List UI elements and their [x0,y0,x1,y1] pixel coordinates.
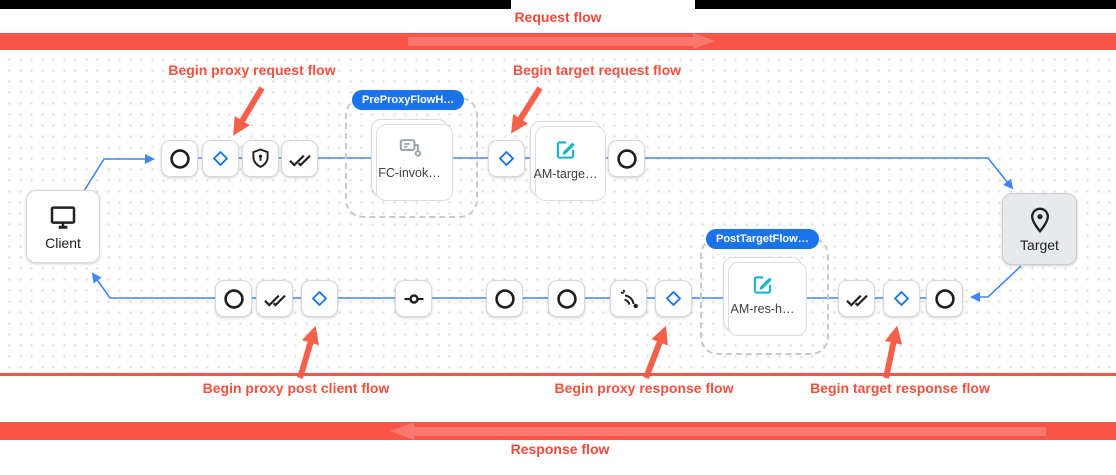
fc-invoke-step-label: FC-invok… [378,166,441,180]
commit-icon [404,293,423,304]
response-node-1[interactable] [486,280,523,317]
security-policy-node[interactable] [242,140,279,177]
client-node[interactable]: Client [26,190,100,263]
am-response-step-label: AM-res-h… [730,302,795,316]
post-client-end-node[interactable] [215,280,252,317]
client-label: Client [45,235,81,251]
request-arrow-head [693,33,715,49]
circle-icon [223,288,244,309]
circle-icon [556,288,577,309]
flow-canvas[interactable] [0,50,1116,373]
annotation-begin-proxy-request-flow: Begin proxy request flow [168,62,336,78]
fc-invoke-step-card[interactable]: FC-invok… [371,119,453,201]
target-response-done-node[interactable] [838,280,875,317]
flow-diamond-icon [213,151,228,166]
annotation-begin-target-response-flow: Begin target response flow [810,380,990,396]
annotation-begin-proxy-response-flow: Begin proxy response flow [554,380,734,396]
monitor-icon [50,206,76,229]
bottom-divider-line [0,373,1116,376]
flow-diamond-icon [666,291,681,306]
flow-callout-icon [399,139,421,157]
am-response-step-card[interactable]: AM-res-h… [723,257,807,336]
response-sent-node[interactable] [395,280,432,317]
response-flow-bar [0,422,1116,440]
am-target-step-card[interactable]: AM-targe… [530,121,606,201]
double-check-icon [288,154,311,167]
proxy-request-flow-node[interactable] [202,140,239,177]
location-pin-icon [1030,207,1049,233]
request-flow-title: Request flow [514,9,602,25]
response-start-node[interactable] [926,280,963,317]
post-client-done-node[interactable] [256,280,293,317]
assign-message-icon [556,140,575,159]
top-divider-bar-right [695,0,1116,9]
response-node-2[interactable] [548,280,585,317]
circle-icon [494,288,515,309]
request-start-node[interactable] [161,140,198,177]
response-received-node[interactable] [610,280,647,317]
assign-message-icon [753,276,772,294]
response-arrow-head [390,422,414,440]
post-target-flow-hook-badge[interactable]: PostTargetFlow… [706,229,819,249]
circle-icon [616,148,637,169]
top-divider-bar-left [0,0,511,9]
target-response-flow-node[interactable] [883,280,920,317]
request-arrow-shaft [408,37,693,46]
flow-diamond-icon [312,291,327,306]
annotation-begin-target-request-flow: Begin target request flow [512,62,682,78]
pre-proxy-flow-hook-badge[interactable]: PreProxyFlowH… [352,90,465,110]
signal-icon [620,289,638,308]
flow-diamond-icon [894,291,909,306]
response-arrow-shaft [414,426,1046,436]
request-done-node[interactable] [281,140,318,177]
annotation-begin-proxy-post-client-flow: Begin proxy post client flow [202,380,390,396]
circle-icon [169,148,190,169]
target-label: Target [1020,236,1059,253]
proxy-post-client-flow-node[interactable] [301,280,338,317]
request-end-node[interactable] [608,140,645,177]
proxy-response-flow-node[interactable] [655,280,692,317]
am-target-step-label: AM-targe… [533,166,598,181]
flow-diamond-icon [499,151,514,166]
shield-icon [252,148,269,168]
target-request-flow-node[interactable] [488,140,525,177]
request-flow-bar [0,33,1116,50]
circle-icon [934,288,955,309]
double-check-icon [263,294,286,307]
double-check-icon [845,294,868,307]
response-flow-title: Response flow [510,441,610,457]
target-node[interactable]: Target [1002,193,1077,265]
